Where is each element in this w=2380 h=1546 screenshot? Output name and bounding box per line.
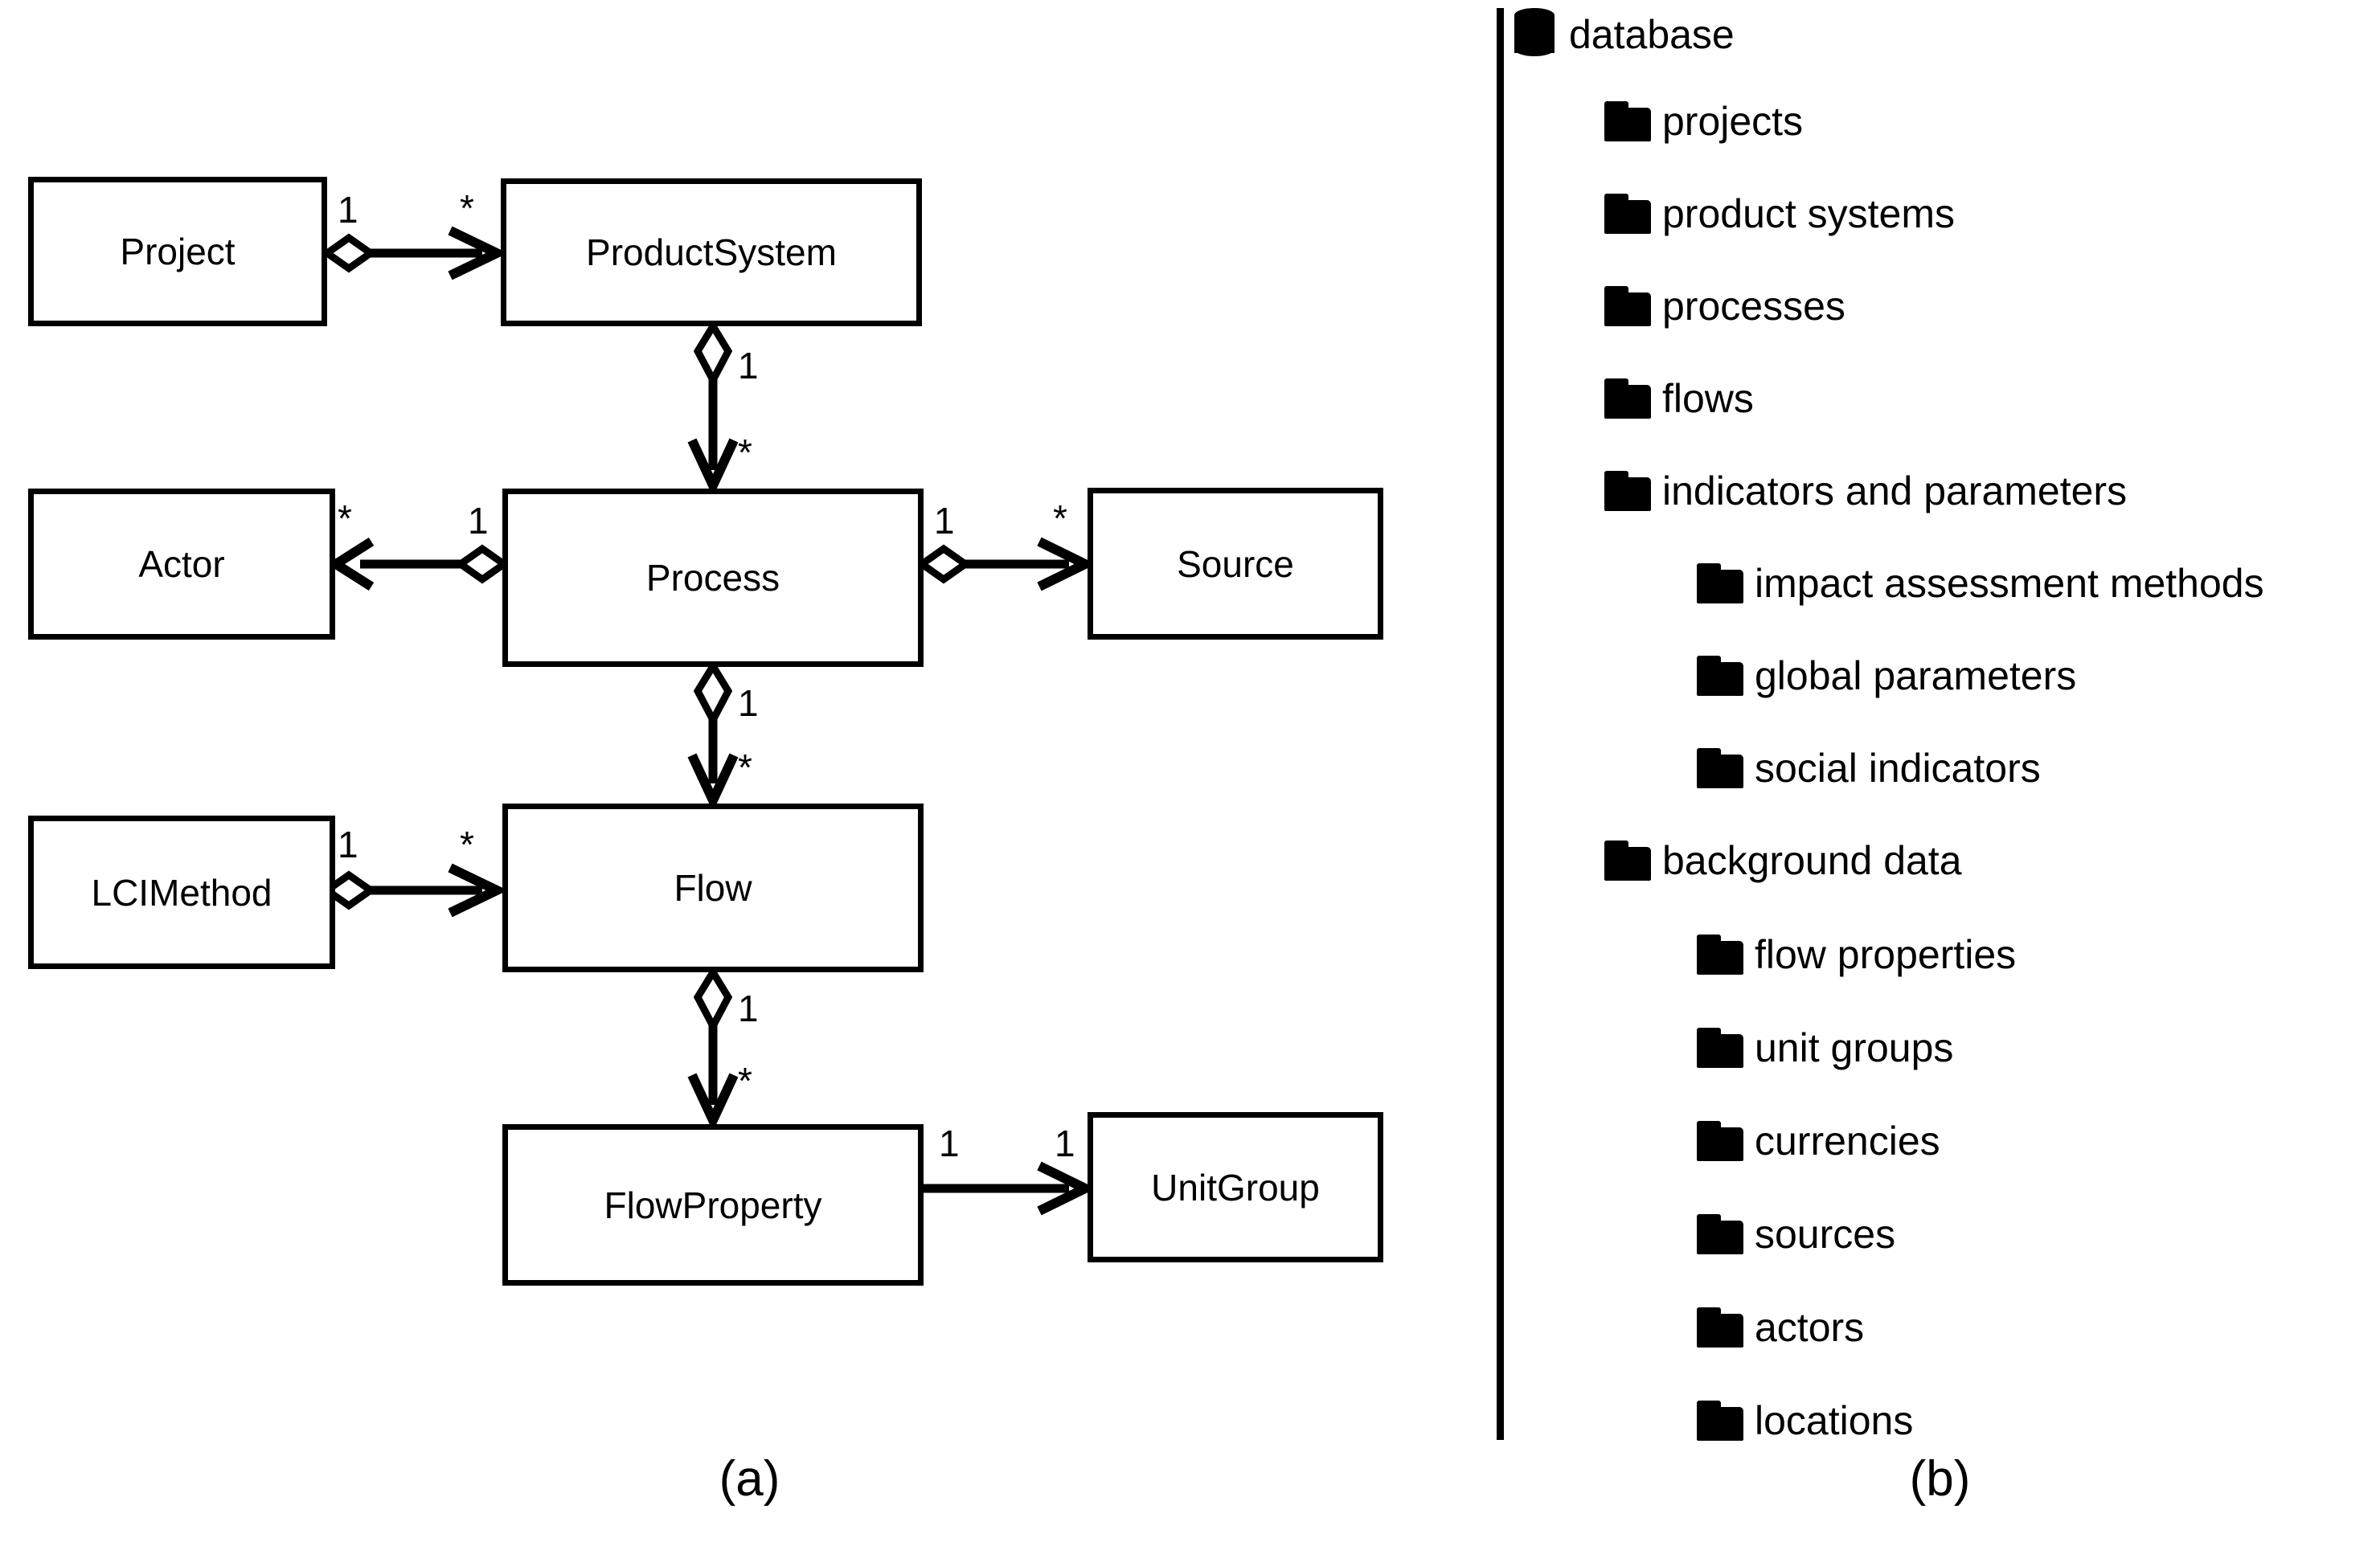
multiplicity-lcimethod-one: 1 (338, 824, 358, 865)
folder-icon (1697, 748, 1747, 788)
tree-item-indicators-and-parameters[interactable]: indicators and parameters (1604, 466, 2127, 516)
uml-class-lcimethod: LCIMethod (28, 816, 335, 969)
tree-item-sources[interactable]: sources (1697, 1209, 1895, 1259)
tree-item-product-systems[interactable]: product systems (1604, 189, 1955, 239)
uml-class-label: LCIMethod (91, 871, 272, 914)
uml-class-project: Project (28, 177, 327, 326)
uml-class-label: Process (645, 557, 780, 599)
uml-class-label: UnitGroup (1151, 1166, 1320, 1209)
multiplicity-project-one: 1 (338, 189, 358, 231)
panel-divider (1497, 8, 1504, 1440)
multiplicity-flowproperty-top-star: * (738, 1060, 752, 1102)
tree-item-label: product systems (1662, 191, 1956, 236)
multiplicity-unitgroup-left-one: 1 (1055, 1123, 1075, 1164)
uml-class-actor: Actor (28, 489, 335, 640)
folder-icon (1604, 101, 1654, 141)
uml-class-label: ProductSystem (586, 231, 837, 273)
tree-item-label: locations (1755, 1398, 1914, 1443)
uml-class-label: Actor (138, 543, 225, 585)
tree-item-label: indicators and parameters (1662, 468, 2128, 513)
tree-item-label: global parameters (1755, 653, 2077, 698)
tree-item-actors[interactable]: actors (1697, 1303, 1864, 1352)
folder-icon (1697, 1401, 1747, 1441)
tree-item-label: social indicators (1755, 746, 2041, 791)
database-icon (1514, 8, 1558, 61)
uml-class-label: Flow (674, 867, 752, 909)
tree-item-flows[interactable]: flows (1604, 374, 1754, 423)
uml-class-label: Source (1177, 542, 1294, 585)
relation-project-productsystem (321, 226, 508, 280)
folder-icon (1604, 840, 1654, 881)
tree-item-flow-properties[interactable]: flow properties (1697, 930, 2016, 980)
folder-icon (1697, 1214, 1747, 1254)
multiplicity-flow-bottom-one: 1 (738, 988, 759, 1029)
folder-icon (1604, 471, 1654, 511)
uml-class-flow: Flow (502, 804, 924, 972)
tree-item-label: database (1569, 12, 1735, 57)
folder-icon (1697, 1307, 1747, 1348)
folder-icon (1697, 1028, 1747, 1068)
tree-item-label: impact assessment methods (1755, 561, 2264, 606)
multiplicity-process-bottom-one: 1 (738, 682, 759, 724)
folder-icon (1697, 656, 1747, 696)
folder-icon (1697, 1121, 1747, 1161)
relation-productsystem-process (687, 319, 739, 497)
figure-caption-b: (b) (1909, 1451, 1971, 1507)
tree-item-locations[interactable]: locations (1697, 1396, 1913, 1446)
tree-item-social-indicators[interactable]: social indicators (1697, 743, 2041, 793)
multiplicity-productsystem-star: * (460, 187, 474, 229)
tree-item-database[interactable]: database (1514, 8, 1735, 61)
uml-class-process: Process (502, 489, 924, 667)
navigation-tree-panel: database projects product systems proces… (1500, 0, 2380, 1546)
relation-flow-flowproperty (687, 965, 739, 1132)
uml-class-productsystem: ProductSystem (501, 178, 922, 326)
tree-item-label: background data (1662, 838, 1962, 883)
multiplicity-process-top-star: * (738, 431, 752, 473)
folder-icon (1697, 935, 1747, 975)
uml-class-label: Project (120, 231, 236, 272)
multiplicity-flow-left-star: * (460, 824, 474, 865)
uml-diagram-panel: Project ProductSystem Actor Process Sour… (28, 177, 1383, 1507)
multiplicity-flowproperty-right-one: 1 (939, 1123, 960, 1164)
tree-item-label: flow properties (1755, 932, 2017, 977)
multiplicity-flow-top-star: * (738, 746, 752, 788)
folder-icon (1604, 194, 1654, 234)
relation-process-source (916, 537, 1096, 591)
tree-item-label: actors (1755, 1305, 1865, 1350)
multiplicity-productsystem-one: 1 (738, 345, 759, 386)
relation-flowproperty-unitgroup (924, 1161, 1096, 1216)
folder-icon (1604, 378, 1654, 419)
uml-class-unitgroup: UnitGroup (1088, 1112, 1383, 1262)
figure-caption-a: (a) (719, 1451, 780, 1507)
tree-item-label: flows (1662, 376, 1754, 421)
tree-item-unit-groups[interactable]: unit groups (1697, 1023, 1953, 1073)
multiplicity-source-star: * (1053, 497, 1067, 539)
tree-item-background-data[interactable]: background data (1604, 836, 1962, 885)
tree-item-label: projects (1662, 99, 1804, 144)
folder-icon (1697, 563, 1747, 603)
relation-process-actor (326, 537, 510, 591)
folder-icon (1604, 286, 1654, 326)
relation-lcimethod-flow (321, 863, 508, 918)
tree-item-global-parameters[interactable]: global parameters (1697, 651, 2076, 701)
tree-item-label: currencies (1755, 1119, 1940, 1164)
tree-item-processes[interactable]: processes (1604, 281, 1845, 331)
uml-class-label: FlowProperty (604, 1184, 822, 1226)
multiplicity-process-left-one: 1 (468, 500, 489, 542)
tree-item-projects[interactable]: projects (1604, 96, 1803, 146)
tree-item-label: sources (1755, 1212, 1896, 1257)
tree-item-label: processes (1662, 284, 1845, 329)
multiplicity-process-right-one: 1 (934, 500, 955, 542)
uml-class-flowproperty: FlowProperty (502, 1124, 924, 1286)
tree-item-impact-assessment-methods[interactable]: impact assessment methods (1697, 558, 2264, 608)
relation-process-flow (687, 659, 739, 812)
tree-item-label: unit groups (1755, 1025, 1954, 1070)
multiplicity-actor-star: * (338, 497, 352, 539)
uml-class-source: Source (1088, 488, 1383, 640)
tree-item-currencies[interactable]: currencies (1697, 1116, 1940, 1166)
